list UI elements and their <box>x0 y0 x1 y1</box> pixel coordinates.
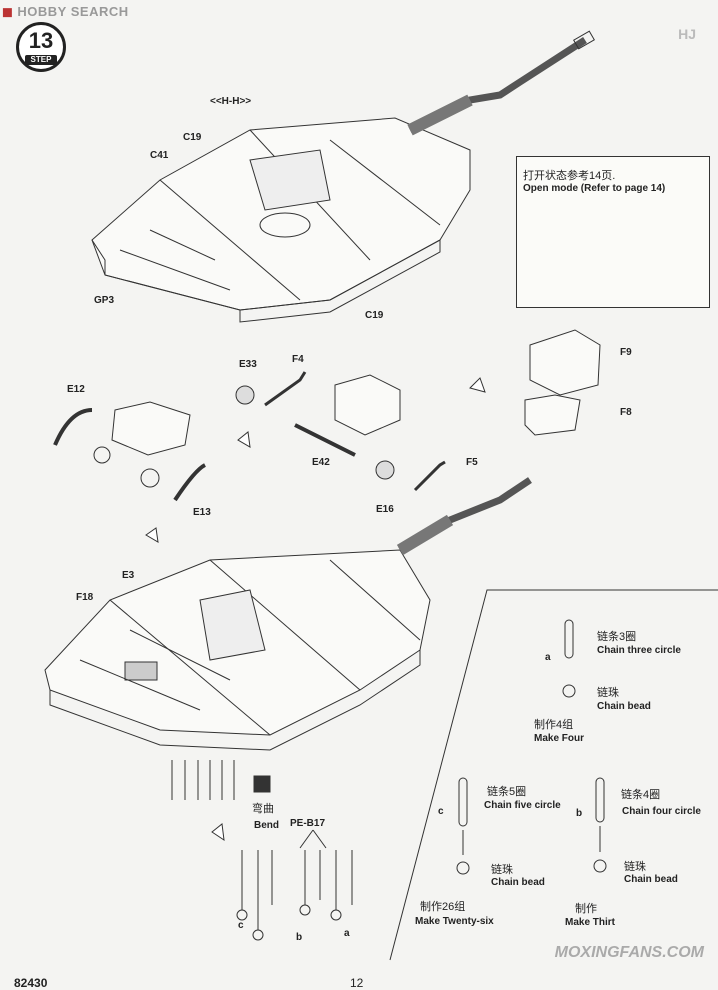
part-label-pe-b17: PE-B17 <box>290 818 326 829</box>
chain-bead-en-c: Chain bead <box>491 877 545 888</box>
part-label-gp3: GP3 <box>94 295 115 306</box>
pe-label-c: c <box>238 920 244 931</box>
chain-bead-cn-a: 链珠 <box>597 687 619 699</box>
chain-five-en: Chain five circle <box>484 800 561 811</box>
part-label-e12: E12 <box>67 384 85 395</box>
chain-five-cn: 链条5圈 <box>487 786 527 798</box>
part-label-f5: F5 <box>466 457 478 468</box>
brand-logo: HJ <box>678 26 696 42</box>
chain-bead-cn-b: 链珠 <box>624 861 646 873</box>
pe-chains-drawing <box>171 760 353 941</box>
turret-top-drawing <box>91 30 595 323</box>
chain-bead-en-b: Chain bead <box>624 874 678 885</box>
part-label-c19-bottom: C19 <box>365 310 384 321</box>
part-label-e16: E16 <box>376 504 394 515</box>
chain-bead-en-a: Chain bead <box>597 701 651 712</box>
chain-c-label: c <box>438 806 444 817</box>
part-label-f4: F4 <box>292 354 304 365</box>
make-thirty-en: Make Thirt <box>565 917 616 928</box>
make-thirty-cn: 制作 <box>575 903 597 915</box>
chain-panel-drawing <box>389 589 718 961</box>
make-four-cn: 制作4组 <box>534 719 574 731</box>
parts-middle-drawing <box>53 329 601 543</box>
step-badge: 13 STEP <box>16 22 66 72</box>
chain-four-en: Chain four circle <box>622 806 701 817</box>
hobby-search-watermark: ◼ HOBBY SEARCH <box>2 4 129 19</box>
bend-icon <box>253 775 271 793</box>
chain-a-label: a <box>545 652 551 663</box>
part-label-f18: F18 <box>76 592 94 603</box>
part-label-e33: E33 <box>239 359 257 370</box>
bend-cn: 弯曲 <box>252 803 274 815</box>
make-twentysix-en: Make Twenty-six <box>415 916 494 927</box>
part-label-e13: E13 <box>193 507 211 518</box>
page-number: 12 <box>350 976 364 990</box>
moxingfans-watermark: MOXINGFANS.COM <box>554 944 704 961</box>
product-code: 82430 <box>14 976 48 990</box>
part-label-f9: F9 <box>620 347 632 358</box>
make-twentysix-cn: 制作26组 <box>420 901 466 913</box>
chain-three-en: Chain three circle <box>597 645 681 656</box>
part-label-e42: E42 <box>312 457 330 468</box>
part-label-c41: C41 <box>150 150 169 161</box>
chain-four-cn: 链条4圈 <box>621 789 661 801</box>
callout-cn: 打开状态参考14页. <box>523 170 616 182</box>
part-label-f8: F8 <box>620 407 632 418</box>
chain-bead-cn-c: 链珠 <box>491 864 513 876</box>
step-label: STEP <box>25 55 57 65</box>
part-label-c19-top: C19 <box>183 132 202 143</box>
part-label-e3: E3 <box>122 570 135 581</box>
open-mode-callout: 打开状态参考14页. Open mode (Refer to page 14) <box>516 156 710 308</box>
pe-label-a: a <box>344 928 350 939</box>
turret-bottom-drawing <box>44 477 532 751</box>
callout-en: Open mode (Refer to page 14) <box>523 183 666 194</box>
part-label-hh: <<H-H>> <box>210 96 252 107</box>
step-number: 13 <box>28 28 54 53</box>
bend-en: Bend <box>254 820 279 831</box>
chain-b-label: b <box>576 808 583 819</box>
chain-three-cn: 链条3圈 <box>597 631 637 643</box>
make-four-en: Make Four <box>534 733 585 744</box>
pe-label-b: b <box>296 932 303 943</box>
